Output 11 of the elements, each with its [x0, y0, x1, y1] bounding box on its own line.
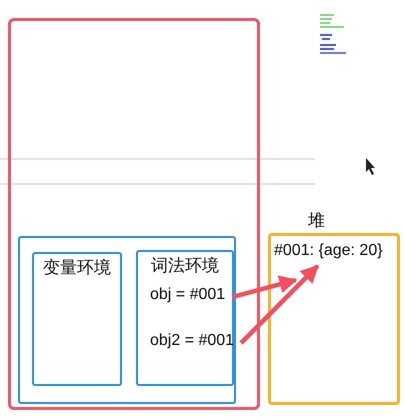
environment-box — [18, 236, 236, 404]
environment-title: 变量环境 — [42, 257, 112, 279]
heap-title: 堆 — [308, 210, 325, 232]
environment-box — [32, 252, 122, 386]
arrow — [239, 264, 320, 345]
context-box — [8, 18, 260, 410]
arrow — [232, 276, 298, 300]
variable-label: obj = #001 — [150, 285, 226, 305]
environment-title: 词法环境 — [150, 255, 220, 277]
environment-box — [136, 250, 234, 386]
variable-label: #001: {age: 20} — [274, 241, 383, 261]
